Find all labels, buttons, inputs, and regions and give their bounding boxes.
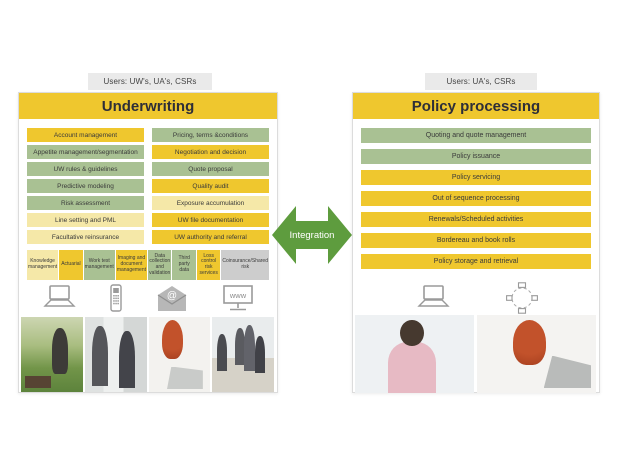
underwriting-panel: Underwriting Account management Appetite… — [18, 92, 278, 393]
policy-processing-title: Policy processing — [353, 93, 599, 119]
email-icon: @ — [155, 285, 189, 312]
laptop-icon — [415, 283, 451, 313]
laptop-icon — [41, 283, 77, 313]
support-cell: Data collection and validation — [148, 250, 172, 280]
photo-woman-laptop — [148, 317, 211, 392]
function-row: Quoting and quote management — [361, 128, 591, 143]
function-row: Out of sequence processing — [361, 191, 591, 206]
underwriting-col2: Pricing, terms &conditions Negotiation a… — [152, 128, 269, 244]
support-functions: Knowledge management Actuarial Work test… — [27, 250, 269, 280]
function-row: Policy issuance — [361, 149, 591, 164]
function-row: Line setting and PML — [27, 213, 144, 227]
photo-team-meeting — [212, 317, 274, 392]
network-icon — [505, 282, 538, 314]
function-row: Policy storage and retrieval — [361, 254, 591, 269]
svg-text:@: @ — [166, 290, 176, 301]
underwriting-photos — [21, 317, 274, 392]
integration-arrow: Integration — [272, 204, 352, 266]
function-row: Account management — [27, 128, 144, 142]
channel-icons — [359, 282, 593, 314]
photo-man-laptop — [355, 315, 474, 393]
function-row: Renewals/Scheduled activities — [361, 212, 591, 227]
channel-icons: @ www — [25, 283, 271, 313]
support-cell: Third party data — [172, 250, 196, 280]
policy-photos — [355, 315, 596, 393]
photo-woman-desk — [477, 315, 596, 393]
policy-functions: Quoting and quote management Policy issu… — [361, 128, 591, 269]
function-row: Facultative reinsurance — [27, 230, 144, 244]
policy-processing-panel: Policy processing Quoting and quote mana… — [352, 92, 600, 393]
support-cell: Knowledge management — [27, 250, 59, 280]
support-cell: Coinsurance/Shared risk — [221, 250, 269, 280]
function-row: UW file documentation — [152, 213, 269, 227]
underwriting-users-label: Users: UW's, UA's, CSRs — [88, 73, 212, 90]
support-cell: Loss control risk services — [196, 250, 221, 280]
function-row: Bordereau and book rolls — [361, 233, 591, 248]
photo-man-outdoors-laptop — [21, 317, 83, 392]
www-text: www — [228, 291, 246, 300]
function-row: Quote proposal — [152, 162, 269, 176]
function-row: Quality audit — [152, 179, 269, 193]
support-cell: Imaging and document management — [115, 250, 148, 280]
photo-two-men-office — [84, 317, 147, 392]
function-row: UW rules & guidelines — [27, 162, 144, 176]
function-row: Pricing, terms &conditions — [152, 128, 269, 142]
function-row: Policy servicing — [361, 170, 591, 185]
function-row: UW authority and referral — [152, 230, 269, 244]
function-row: Risk assessment — [27, 196, 144, 210]
support-cell: Work test management — [83, 250, 115, 280]
function-row: Appetite management/segmentation — [27, 145, 144, 159]
integration-label: Integration — [289, 229, 335, 241]
function-row: Exposure accumulation — [152, 196, 269, 210]
underwriting-functions: Account management Appetite management/s… — [27, 128, 269, 244]
function-row: Predictive modeling — [27, 179, 144, 193]
support-cell: Actuarial — [59, 250, 83, 280]
underwriting-col1: Account management Appetite management/s… — [27, 128, 144, 244]
mobile-phone-icon — [108, 283, 124, 313]
function-row: Negotiation and decision — [152, 145, 269, 159]
policy-users-label: Users: UA's, CSRs — [425, 73, 537, 90]
underwriting-title: Underwriting — [19, 93, 277, 119]
www-monitor-icon: www — [220, 283, 256, 313]
